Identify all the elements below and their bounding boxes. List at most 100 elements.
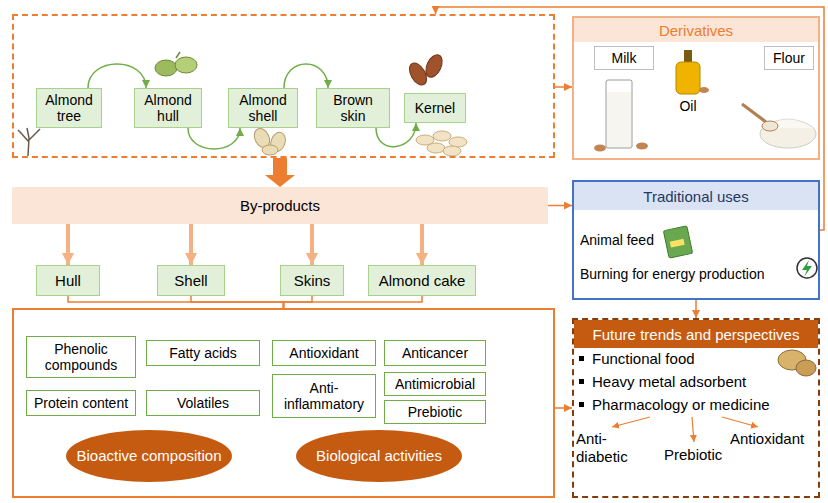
process-box: Flour [764, 46, 814, 70]
tree-icon [18, 128, 40, 156]
node-text: Antioxidant [730, 430, 816, 448]
shell-icon [251, 126, 288, 155]
process-box: Antioxidant [272, 340, 376, 366]
connector [189, 224, 193, 265]
node-text: Hull [55, 272, 81, 289]
text-slot: Heavy metal adsorbent [592, 373, 772, 391]
header-band: Traditional uses [574, 182, 818, 210]
process-box: Prebiotic [384, 400, 486, 424]
node-text: Anti- inflammatory [276, 380, 372, 412]
text-slot: Antioxidant [730, 430, 816, 448]
text-slot: Animal feed [580, 232, 660, 249]
process-box: By-products [12, 187, 548, 224]
connector [265, 158, 295, 187]
feed-bag-icon [663, 226, 692, 258]
process-box: Shell [157, 265, 225, 296]
node-text: Antioxidant [289, 345, 358, 361]
connector [548, 205, 572, 207]
group-box: Traditional usesAnimal feedBurning for e… [572, 180, 820, 300]
node-text: Derivatives [659, 22, 733, 39]
process-box: Phenolic compounds [26, 336, 136, 378]
node-text: Fatty acids [169, 345, 237, 361]
flour-icon [742, 104, 816, 148]
node-text: Heavy metal adsorbent [592, 373, 772, 391]
process-box: Almond cake [368, 265, 476, 296]
text-slot: Prebiotic [664, 446, 744, 464]
process-box: Anticancer [384, 340, 486, 366]
node-text: Shell [174, 272, 207, 289]
process-box: Milk [594, 46, 654, 70]
group-box: Future trends and perspectivesFunctional… [572, 318, 820, 498]
group-box: Almond tree Almond hull Almond shell Brown … [12, 14, 555, 158]
process-box: Almond tree [36, 88, 102, 128]
connector [66, 224, 70, 265]
text-slot: Burning for energy production [580, 266, 794, 283]
connector [191, 296, 284, 308]
milk-icon [594, 80, 648, 152]
node-text: Anticancer [402, 345, 468, 361]
node-text: Almond shell [232, 92, 294, 124]
process-box: Volatiles [146, 390, 260, 416]
node-text: Bioactive composition [76, 447, 221, 464]
oil-icon [676, 50, 709, 94]
hull-icon [155, 52, 197, 76]
connector [310, 224, 314, 265]
node-text: Anti- diabetic [576, 430, 638, 466]
process-box: Almond hull [134, 88, 202, 128]
kernel-icon [416, 131, 467, 156]
brown-almond-icon [406, 52, 445, 88]
node-text: Flour [773, 50, 805, 66]
node-text: Future trends and perspectives [593, 326, 800, 343]
process-box: Bioactive composition [66, 430, 232, 482]
header-band: Future trends and perspectives [574, 320, 818, 348]
node-text: Antimicrobial [395, 376, 475, 392]
node-text: Almond hull [138, 92, 198, 124]
process-box: Brown skin [316, 88, 390, 128]
node-text: Almond tree [40, 92, 98, 124]
process-box: Anti- inflammatory [272, 374, 376, 418]
connector [420, 224, 424, 265]
node-text: By-products [240, 197, 320, 214]
text-slot: Pharmacology or medicine [592, 396, 804, 414]
process-box: Protein content [26, 390, 136, 416]
process-box: Fatty acids [146, 340, 260, 366]
node-text: Skins [294, 272, 331, 289]
node-text: Biological activities [316, 447, 442, 464]
energy-icon [797, 258, 817, 278]
text-slot: Anti- diabetic [576, 430, 638, 466]
header-band: Derivatives [574, 18, 818, 42]
node-text: Burning for energy production [580, 266, 794, 283]
connector [88, 64, 146, 88]
bullet-marks [579, 356, 584, 407]
node-text: Protein content [34, 395, 128, 411]
node-text: Prebiotic [664, 446, 744, 464]
process-box: Biological activities [296, 430, 462, 482]
connector [555, 407, 572, 409]
process-box: Skins [280, 265, 344, 296]
node-text: Brown skin [320, 92, 386, 124]
process-box: Hull [36, 265, 100, 296]
connector [284, 296, 423, 308]
node-text: Volatiles [177, 395, 229, 411]
node-text: Milk [612, 50, 637, 66]
node-text: Functional food [592, 350, 772, 368]
node-text: Kernel [415, 100, 455, 116]
node-text: Almond cake [379, 272, 466, 289]
connector [188, 128, 240, 149]
group-box: Phenolic compounds Fatty acids Antioxidant… [12, 308, 555, 498]
node-text: Prebiotic [408, 404, 462, 420]
node-text: Oil [668, 98, 708, 115]
node-text: Traditional uses [643, 188, 748, 205]
connector [555, 86, 572, 88]
connector [68, 296, 284, 308]
potato-icon [778, 350, 816, 376]
node-text: Phenolic compounds [30, 341, 132, 373]
process-box: Antimicrobial [384, 372, 486, 396]
process-box: Kernel [404, 93, 466, 123]
text-slot: Oil [668, 98, 708, 115]
group-box: DerivativesOil Milk Flour [572, 16, 820, 160]
text-slot: Functional food [592, 350, 772, 368]
